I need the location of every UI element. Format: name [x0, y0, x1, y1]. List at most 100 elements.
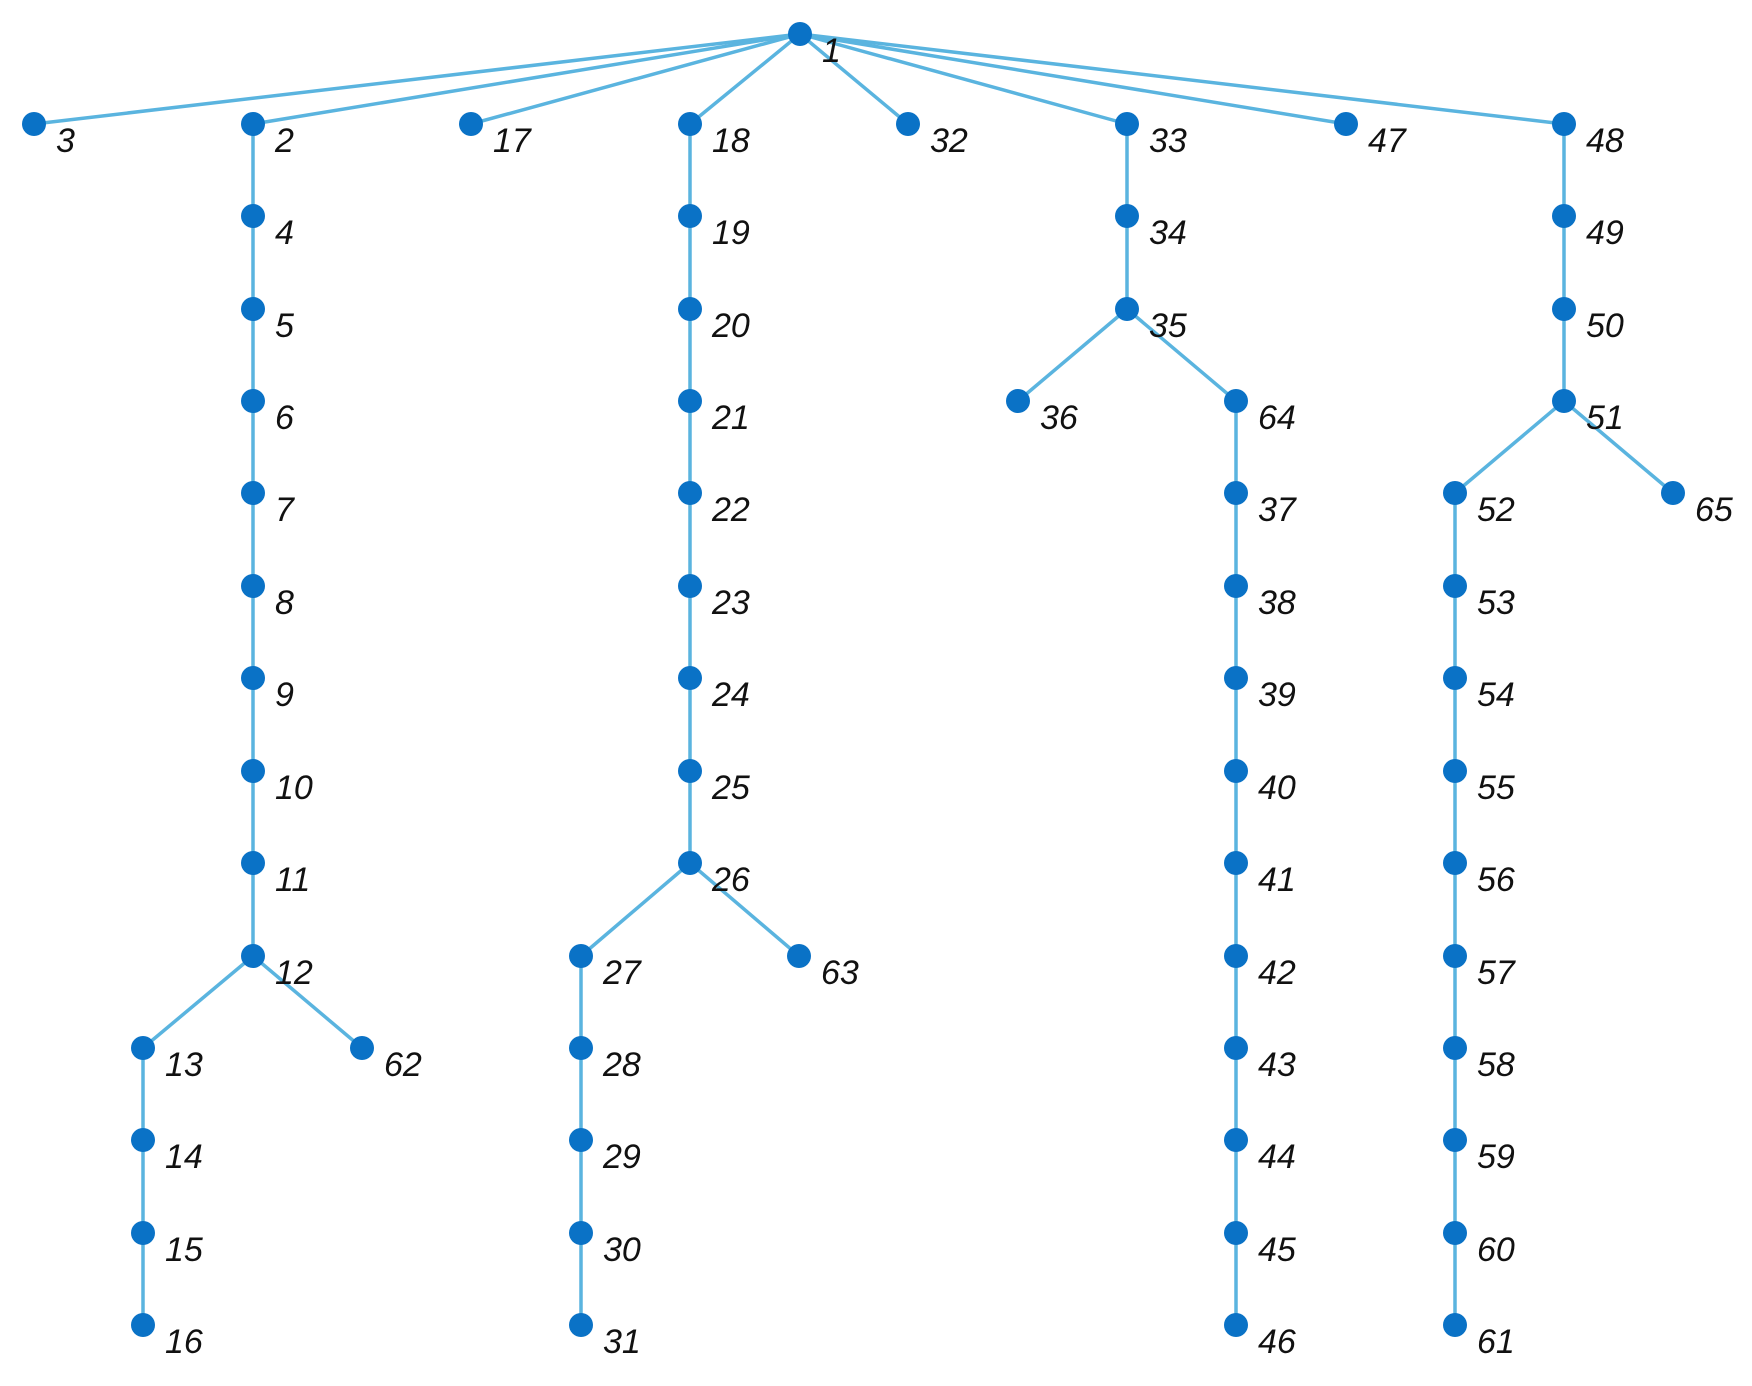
node-59: [1443, 1128, 1467, 1152]
node-6: [241, 389, 265, 413]
node-label-65: 65: [1695, 491, 1733, 529]
node-26: [678, 851, 702, 875]
edge-51-65: [1562, 399, 1675, 495]
node-label-53: 53: [1477, 584, 1515, 622]
node-label-22: 22: [711, 491, 750, 529]
edge-1-2: [252, 32, 801, 126]
node-label-23: 23: [711, 584, 750, 622]
node-label-37: 37: [1258, 491, 1297, 529]
node-57: [1443, 944, 1467, 968]
node-label-46: 46: [1258, 1323, 1296, 1361]
node-2: [241, 112, 265, 136]
node-10: [241, 759, 265, 783]
edge-35-64: [1125, 307, 1238, 403]
node-label-59: 59: [1477, 1138, 1515, 1176]
node-label-47: 47: [1368, 122, 1407, 160]
edge-26-27: [579, 861, 692, 958]
node-label-33: 33: [1149, 122, 1187, 160]
node-51: [1552, 389, 1576, 413]
node-35: [1115, 297, 1139, 321]
edge-1-33: [799, 32, 1128, 126]
node-label-25: 25: [711, 769, 750, 807]
node-label-32: 32: [930, 122, 968, 160]
edge-26-63: [688, 861, 801, 958]
node-43: [1224, 1036, 1248, 1060]
node-47: [1334, 112, 1358, 136]
node-22: [678, 481, 702, 505]
node-label-49: 49: [1586, 214, 1624, 252]
node-25: [678, 759, 702, 783]
node-32: [896, 112, 920, 136]
node-label-56: 56: [1477, 861, 1515, 899]
node-8: [241, 574, 265, 598]
node-label-26: 26: [711, 861, 750, 899]
node-16: [131, 1313, 155, 1337]
node-60: [1443, 1221, 1467, 1245]
node-label-54: 54: [1477, 676, 1515, 714]
node-5: [241, 297, 265, 321]
node-39: [1224, 666, 1248, 690]
node-label-42: 42: [1258, 954, 1296, 992]
node-label-31: 31: [603, 1323, 641, 1361]
node-label-39: 39: [1258, 676, 1296, 714]
node-54: [1443, 666, 1467, 690]
node-label-2: 2: [274, 122, 294, 160]
node-label-20: 20: [711, 307, 750, 345]
node-38: [1224, 574, 1248, 598]
node-label-29: 29: [602, 1138, 641, 1176]
node-label-4: 4: [275, 214, 294, 252]
edge-1-17: [470, 32, 801, 126]
nodes-layer: [22, 22, 1685, 1337]
node-65: [1661, 481, 1685, 505]
node-56: [1443, 851, 1467, 875]
node-29: [569, 1128, 593, 1152]
node-52: [1443, 481, 1467, 505]
node-27: [569, 944, 593, 968]
node-53: [1443, 574, 1467, 598]
node-label-35: 35: [1149, 307, 1187, 345]
node-label-58: 58: [1477, 1046, 1515, 1084]
node-label-52: 52: [1477, 491, 1515, 529]
node-label-15: 15: [165, 1231, 203, 1269]
node-label-12: 12: [275, 954, 313, 992]
node-label-28: 28: [602, 1046, 641, 1084]
node-58: [1443, 1036, 1467, 1060]
node-label-16: 16: [165, 1323, 203, 1361]
node-label-43: 43: [1258, 1046, 1296, 1084]
node-13: [131, 1036, 155, 1060]
node-17: [459, 112, 483, 136]
edge-1-3: [33, 32, 801, 126]
node-label-3: 3: [56, 122, 75, 160]
edge-51-52: [1453, 399, 1566, 495]
node-label-60: 60: [1477, 1231, 1515, 1269]
node-label-55: 55: [1477, 769, 1515, 807]
edge-12-62: [251, 954, 364, 1050]
node-28: [569, 1036, 593, 1060]
node-label-44: 44: [1258, 1138, 1296, 1176]
node-label-24: 24: [711, 676, 750, 714]
node-label-63: 63: [821, 954, 859, 992]
node-label-30: 30: [603, 1231, 641, 1269]
node-label-48: 48: [1586, 122, 1624, 160]
node-40: [1224, 759, 1248, 783]
node-50: [1552, 297, 1576, 321]
node-label-13: 13: [165, 1046, 203, 1084]
node-label-18: 18: [712, 122, 750, 160]
node-23: [678, 574, 702, 598]
node-3: [22, 112, 46, 136]
node-9: [241, 666, 265, 690]
node-24: [678, 666, 702, 690]
node-20: [678, 297, 702, 321]
edge-1-47: [799, 32, 1347, 126]
node-label-21: 21: [711, 399, 750, 437]
node-label-5: 5: [275, 307, 294, 345]
node-55: [1443, 759, 1467, 783]
node-33: [1115, 112, 1139, 136]
node-36: [1006, 389, 1030, 413]
edge-35-36: [1016, 307, 1129, 403]
node-label-36: 36: [1040, 399, 1078, 437]
node-42: [1224, 944, 1248, 968]
node-label-9: 9: [275, 676, 294, 714]
node-label-6: 6: [275, 399, 294, 437]
node-46: [1224, 1313, 1248, 1337]
